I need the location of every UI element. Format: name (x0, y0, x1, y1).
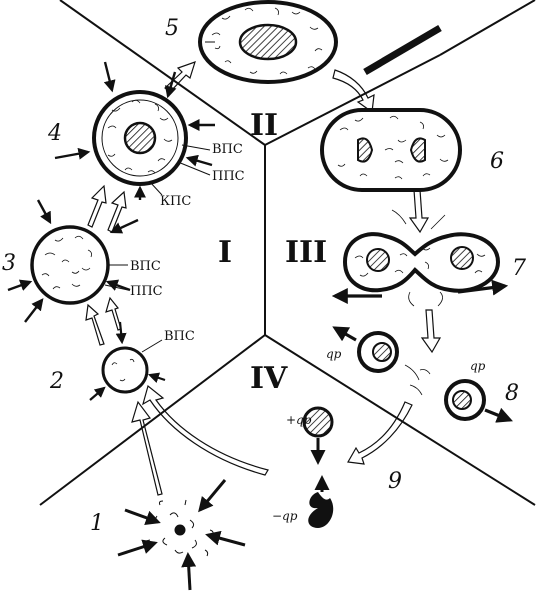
stage-2-nucleus (89, 321, 166, 401)
stage-number-3: 3 (2, 251, 16, 276)
stage-5-cell (198, 0, 338, 84)
sector-label-3: III (285, 235, 327, 270)
stage-number-8: 8 (505, 381, 519, 406)
stage-6-cell (320, 108, 462, 192)
stage-number-7: 7 (512, 256, 526, 281)
transition-arrow-5-6 (332, 69, 375, 114)
sector-boundaries (39, 0, 536, 506)
label-vps-4: ВПС (212, 142, 243, 157)
stage-3-cell (7, 199, 139, 323)
charge-label-8-right: qр (470, 359, 486, 373)
transition-arrow-4-5 (164, 61, 196, 93)
stage-number-2: 2 (49, 369, 64, 394)
arrow-5-outward (363, 24, 442, 76)
transition-arrow-8-9 (347, 401, 413, 465)
charge-label-8-left: qр (326, 347, 342, 361)
charge-label-9-negative: −qр (272, 509, 298, 523)
stage-7-dividing-cell (331, 232, 509, 304)
transition-arrow-7-8 (420, 309, 442, 354)
stage-number-1: 1 (90, 511, 104, 536)
split-lines-7-8 (408, 291, 443, 307)
label-pps-4: ППС (212, 169, 245, 184)
stage-number-9: 9 (388, 469, 402, 494)
stage-1-burst (117, 479, 246, 591)
transition-arrows-2-3 (85, 296, 122, 346)
stage-number-6: 6 (490, 149, 504, 174)
label-pps-3: ППС (130, 284, 163, 299)
stage-4-cell (54, 61, 215, 200)
sector-label-2: II (250, 108, 278, 143)
transition-arrow-6-7 (408, 189, 430, 234)
stage-8-daughter-cells (332, 326, 513, 423)
charge-label-9-positive: +qр (286, 413, 312, 427)
transition-arrows-3-4 (87, 184, 127, 233)
stage-number-5: 5 (165, 16, 179, 41)
sector-label-1: I (218, 235, 232, 270)
sector-label-4: IV (250, 361, 288, 396)
label-vps-2: ВПС (164, 329, 195, 344)
label-kps-4: КПС (160, 194, 191, 209)
stage-9-charged-particles (302, 406, 334, 528)
transition-arrows-1-2 (131, 384, 269, 496)
split-lines-6-7 (391, 209, 446, 230)
label-vps-3: ВПС (130, 259, 161, 274)
stage-number-4: 4 (47, 121, 62, 146)
